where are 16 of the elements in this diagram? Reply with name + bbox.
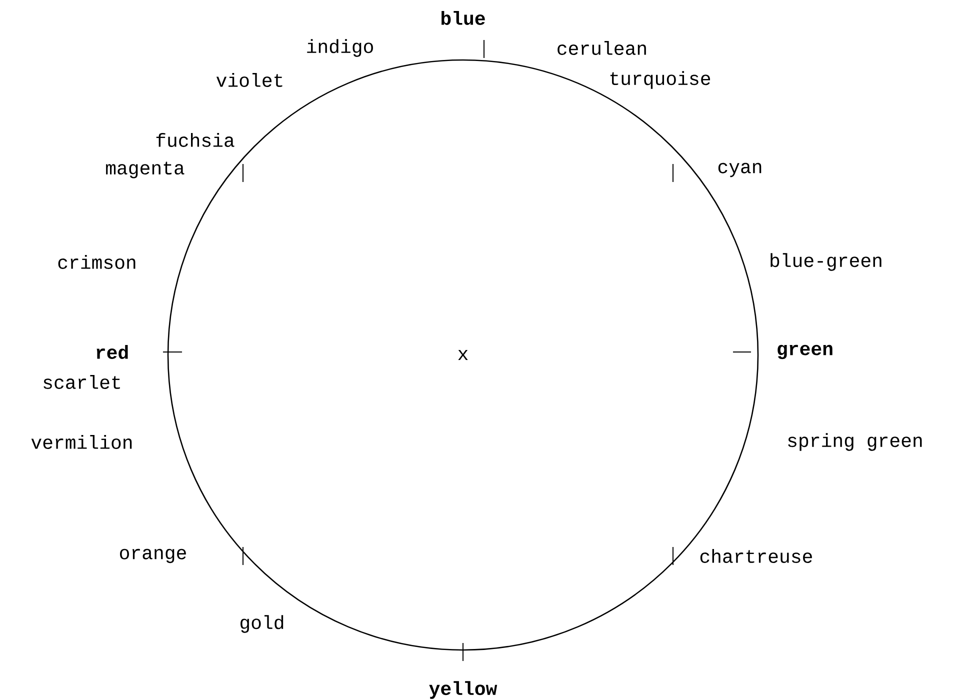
color-label: violet: [216, 73, 282, 87]
color-label: orange: [120, 548, 186, 564]
color-label: cyan: [718, 162, 762, 178]
color-label: red: [96, 345, 128, 359]
color-label: blue: [442, 11, 485, 25]
color-label: green: [778, 344, 832, 360]
color-label: spring green: [788, 433, 922, 451]
color-label: fuchsia: [156, 133, 234, 147]
color-label: turquoise: [610, 71, 710, 89]
color-label: crimson: [58, 255, 136, 269]
color-label: gold: [240, 615, 284, 633]
color-label: chartreuse: [700, 549, 812, 563]
color-label: yellow: [429, 681, 498, 699]
color-label: vermilion: [31, 435, 132, 449]
color-label: scarlet: [44, 375, 120, 389]
color-label: magenta: [106, 162, 184, 178]
